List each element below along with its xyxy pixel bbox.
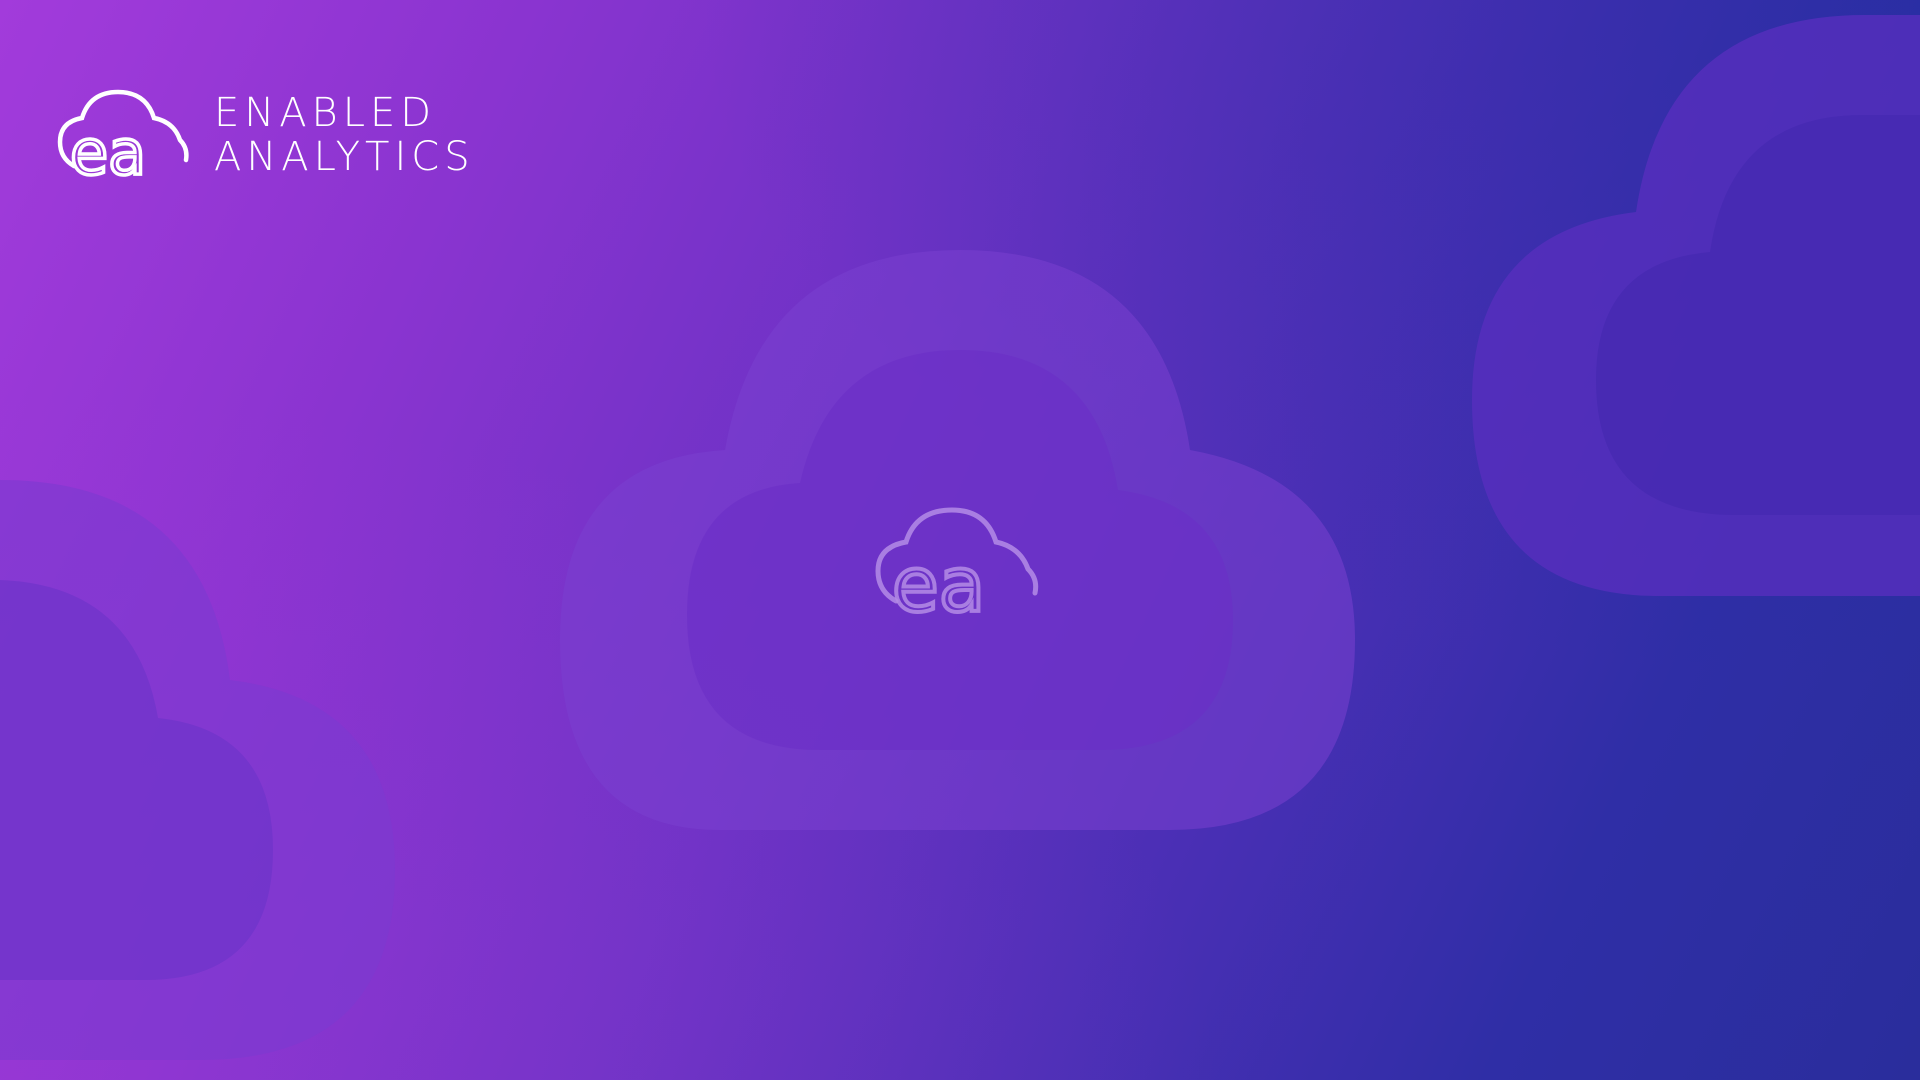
brand-name-line1: ENABLED — [214, 90, 437, 136]
right-cloud-inner — [1596, 115, 1920, 515]
brand-logo: ea ENABLED ANALYTICS — [56, 88, 475, 182]
brand-wordmark: ENABLED ANALYTICS — [214, 93, 475, 177]
brand-name-line2: ANALYTICS — [214, 134, 475, 180]
cloud-logo-icon: ea — [56, 88, 196, 182]
center-cloud-logo-icon: ea — [874, 505, 1044, 631]
left-cloud-inner — [0, 580, 273, 980]
brand-monogram: ea — [70, 116, 146, 182]
center-monogram: ea — [892, 540, 985, 617]
center-cloud-inner — [687, 350, 1233, 750]
